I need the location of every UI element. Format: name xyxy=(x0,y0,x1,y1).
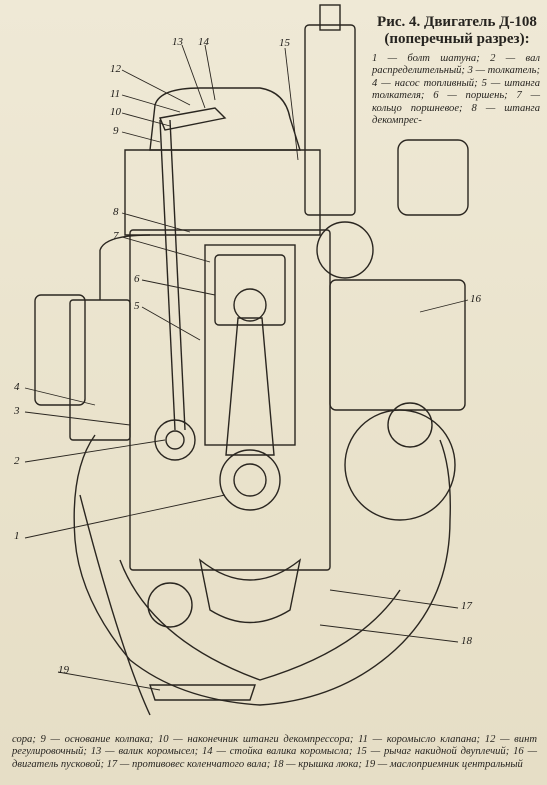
crankshaft-journal xyxy=(219,449,281,511)
callout-16: 16 xyxy=(470,293,481,305)
callout-10: 10 xyxy=(110,106,121,118)
callout-7: 7 xyxy=(113,230,119,242)
cylinder-block xyxy=(129,229,331,571)
callout-8: 8 xyxy=(113,206,119,218)
callout-4: 4 xyxy=(14,381,20,393)
callout-9: 9 xyxy=(113,125,119,137)
callout-18: 18 xyxy=(461,635,472,647)
crankcase-outline xyxy=(73,434,451,706)
legend-top-column: 1 — болт шатуна; 2 — вал распределительн… xyxy=(372,53,540,127)
valve-cover xyxy=(149,87,301,151)
callout-19: 19 xyxy=(58,664,69,676)
connecting-rod xyxy=(225,317,275,456)
oil-strainer xyxy=(149,684,256,701)
crankcase-inner xyxy=(119,559,401,681)
callout-17: 17 xyxy=(461,600,472,612)
figure-caption: Рис. 4. Двигатель Д-108 (поперечный разр… xyxy=(372,14,542,48)
intake-pipe xyxy=(304,24,356,216)
figure-title: Рис. 4. Двигатель Д-108 xyxy=(377,14,537,30)
air-filter xyxy=(397,139,469,216)
callout-5: 5 xyxy=(134,300,140,312)
counterweight xyxy=(198,558,302,624)
piston xyxy=(214,254,286,326)
callout-15: 15 xyxy=(279,37,290,49)
pushrod xyxy=(159,119,176,431)
callout-11: 11 xyxy=(110,88,121,100)
callout-2: 2 xyxy=(14,455,20,467)
piston-pin xyxy=(233,288,267,322)
callout-14: 14 xyxy=(198,36,209,48)
callout-1: 1 xyxy=(14,530,20,542)
rocker-arm xyxy=(159,107,227,131)
cylinder-bore xyxy=(204,244,296,446)
legend-bottom-block: сора; 9 — основание колпака; 10 — наконе… xyxy=(12,734,537,770)
callout-3: 3 xyxy=(14,405,20,417)
callout-6: 6 xyxy=(134,273,140,285)
starting-engine-flywheel xyxy=(344,409,456,521)
starting-engine xyxy=(329,279,466,411)
callout-12: 12 xyxy=(110,63,121,75)
callout-13: 13 xyxy=(172,36,183,48)
figure-subtitle: (поперечный разрез): xyxy=(384,31,530,47)
